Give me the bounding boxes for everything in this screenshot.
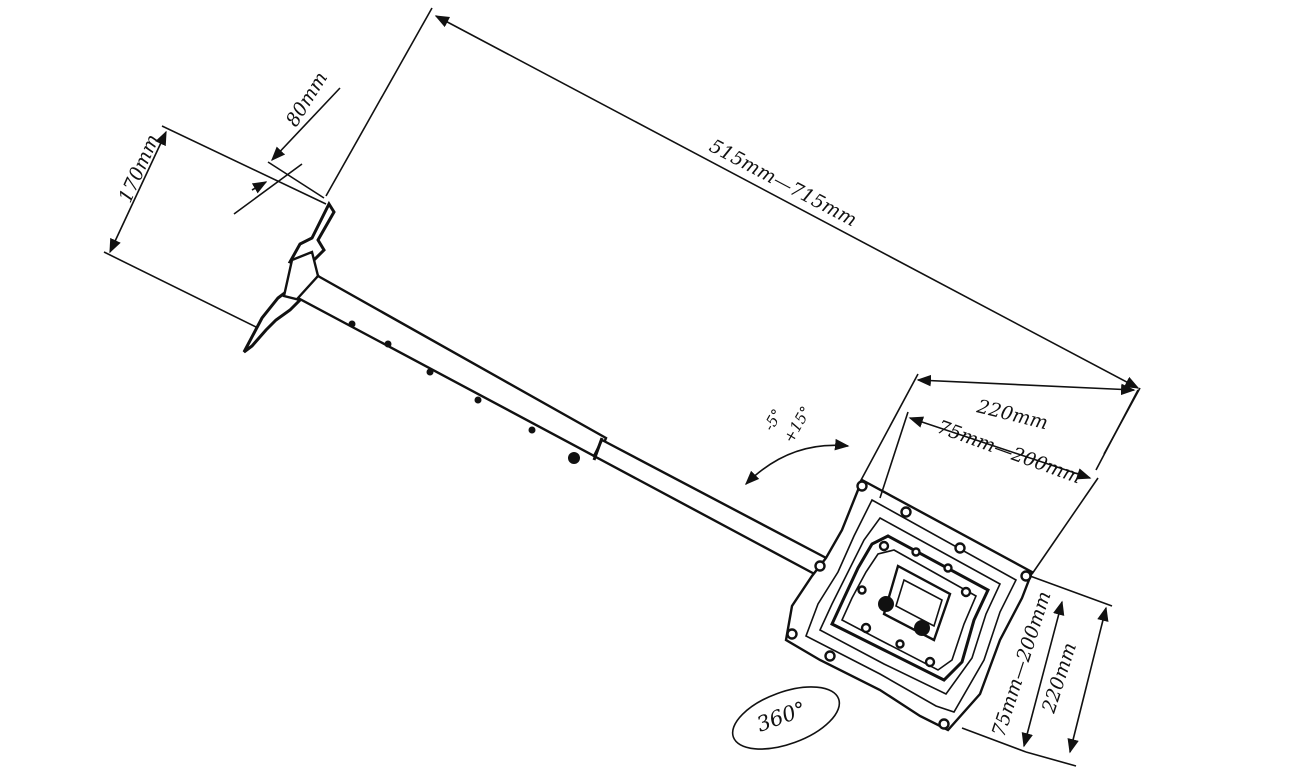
tilt-down-label: +15° — [780, 403, 815, 446]
vesa-plate-width-label: 220mm — [974, 395, 1050, 434]
vesa-pattern-horizontal-label: 75mm—200mm — [934, 416, 1084, 488]
tilt-up-label: -5° — [760, 406, 787, 434]
dimension-vesa-plate-height — [1025, 606, 1109, 767]
rotation-label: 360° — [754, 697, 810, 737]
dimension-wall-plate-width — [233, 87, 341, 215]
wall-plate-height-label: 170mm — [114, 131, 164, 206]
vesa-plate-height-label: 220mm — [1038, 640, 1082, 717]
rotation-indicator — [731, 686, 841, 750]
arm-length-label: 515mm—715mm — [706, 135, 861, 231]
telescopic-arm — [296, 274, 832, 580]
tilt-arrow — [744, 438, 850, 486]
dimension-wall-plate-height — [103, 125, 327, 329]
dimension-vesa-plate-width — [859, 373, 1139, 483]
dimension-vesa-pattern-vertical — [961, 575, 1113, 753]
vesa-plate — [784, 478, 1034, 732]
dimension-vesa-pattern-horizontal — [879, 411, 1099, 575]
wall-plate-width-label: 80mm — [282, 68, 333, 131]
dimension-arm-length — [325, 7, 1141, 455]
